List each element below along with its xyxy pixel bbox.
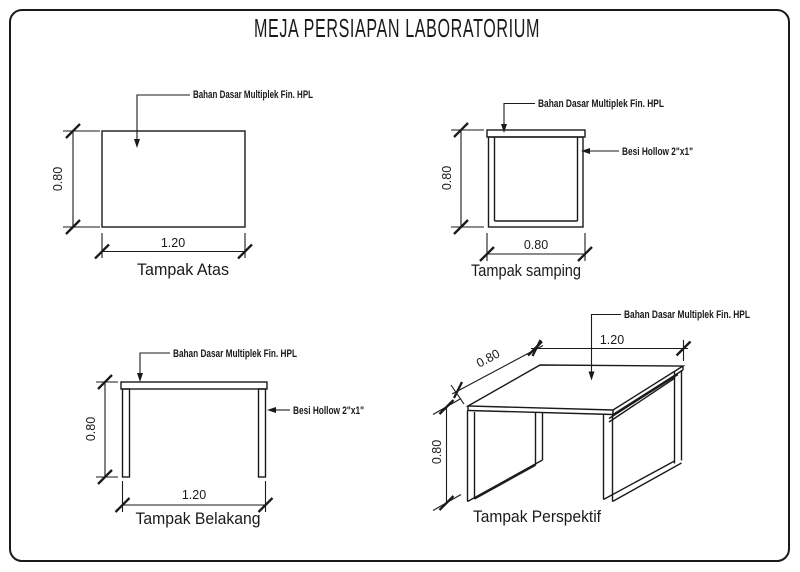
dim-tick (577, 246, 593, 262)
view-tampak-samping: Bahan Dasar Multiplek Fin. HPL Besi Holl… (440, 98, 693, 280)
tabletop-right-edge (612, 369, 684, 416)
dim-tick (438, 495, 455, 511)
view-tampak-perspektif: Bahan Dasar Multiplek Fin. HPL 1.20 0.80… (430, 309, 750, 526)
material-leader: Bahan Dasar Multiplek Fin. HPL (134, 89, 313, 148)
dim-tick (438, 399, 455, 415)
dim-tick (453, 122, 469, 138)
dim-label-width: 1.20 (182, 488, 206, 502)
dim-label-height: 0.80 (430, 440, 444, 464)
right-frame-top-rail (608, 377, 676, 423)
view-title-tampak-samping: Tampak samping (471, 261, 581, 280)
dimension-height: 0.80 (440, 122, 484, 235)
dim-tick (65, 219, 81, 235)
arrow-down-icon (137, 373, 143, 382)
material-label: Bahan Dasar Multiplek Fin. HPL (624, 309, 750, 321)
material-label: Bahan Dasar Multiplek Fin. HPL (193, 89, 313, 101)
dim-tick (531, 339, 542, 357)
material-leader: Bahan Dasar Multiplek Fin. HPL (588, 309, 750, 381)
view-title-tampak-belakang: Tampak Belakang (136, 509, 261, 528)
dim-label-height: 0.80 (51, 167, 65, 191)
dimension-width: 1.20 (114, 481, 274, 513)
dim-tick (479, 246, 495, 262)
view-tampak-atas: Bahan Dasar Multiplek Fin. HPL 0.80 1.20… (51, 89, 313, 279)
dimension-height: 0.80 (84, 374, 118, 485)
dim-tick (257, 497, 274, 513)
left-leg (121, 388, 131, 478)
material-label: Bahan Dasar Multiplek Fin. HPL (538, 98, 664, 110)
frame-label: Besi Hollow 2"x1" (293, 405, 364, 417)
dim-label-height: 0.80 (84, 417, 98, 441)
arrow-left-icon (581, 148, 590, 154)
dim-tick (452, 381, 464, 399)
material-leader: Bahan Dasar Multiplek Fin. HPL (137, 348, 297, 382)
right-frame-bottom-rail (603, 460, 675, 501)
right-frame-bottom-rail (612, 462, 682, 503)
arrow-down-icon (588, 371, 595, 381)
dim-label-height: 0.80 (440, 166, 454, 190)
dim-tick (65, 123, 81, 139)
left-frame-bottom-rail (467, 459, 543, 503)
sheet-border (9, 9, 790, 562)
view-title-tampak-atas: Tampak Atas (137, 260, 229, 279)
arrow-down-icon (134, 139, 140, 148)
dimension-width: 0.80 (479, 233, 593, 262)
tabletop-edge (120, 381, 268, 390)
view-title-tampak-perspektif: Tampak Perspektif (473, 507, 601, 526)
dim-tick (453, 219, 469, 235)
dim-label-width: 1.20 (161, 236, 185, 250)
dim-tick (94, 243, 110, 260)
dim-tick (675, 340, 692, 357)
material-leader: Bahan Dasar Multiplek Fin. HPL (501, 98, 664, 133)
dimension-width: 1.20 (94, 233, 253, 260)
page-title: MEJA PERSIAPAN LABORATORIUM (254, 13, 540, 43)
dim-tick (97, 374, 113, 390)
dim-label-width: 1.20 (600, 333, 624, 347)
tabletop-front-edge (467, 409, 614, 416)
tabletop-outline (101, 130, 246, 228)
dim-tick (114, 497, 131, 513)
dim-label-width: 0.80 (524, 238, 548, 252)
right-frame-top-rail (608, 373, 679, 420)
frame-leader: Besi Hollow 2"x1" (267, 405, 364, 417)
material-label: Bahan Dasar Multiplek Fin. HPL (173, 348, 297, 360)
dimension-height: 0.80 (430, 398, 462, 511)
dim-tick (237, 243, 253, 260)
right-leg (257, 388, 267, 478)
arrow-left-icon (267, 407, 276, 413)
dim-tick (97, 469, 113, 485)
view-tampak-belakang: Bahan Dasar Multiplek Fin. HPL Besi Holl… (84, 348, 364, 528)
left-frame-bottom-rail (474, 464, 536, 500)
frame-leader: Besi Hollow 2"x1" (581, 146, 693, 158)
frame-outer (487, 136, 584, 228)
dimension-height: 0.80 (51, 123, 100, 235)
arrow-down-icon (501, 124, 507, 133)
frame-label: Besi Hollow 2"x1" (622, 146, 693, 158)
